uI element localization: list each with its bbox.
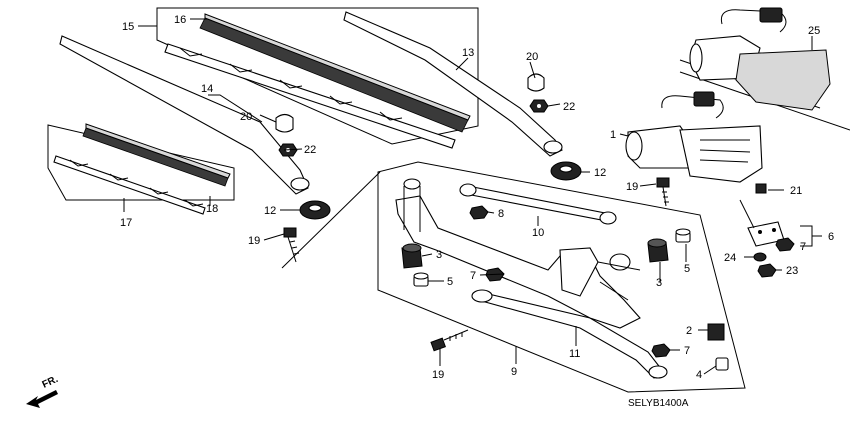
nut-22-right: [529, 99, 549, 113]
arm-cap-20-left: [275, 113, 294, 133]
wiper-blade-18: [53, 123, 231, 215]
linkage-group-box-9: [377, 161, 746, 393]
callout-7-bracket: 7: [800, 241, 806, 253]
bolt-19-motor: [656, 177, 670, 207]
motor-screw-21: [755, 183, 767, 194]
collar-4: [715, 357, 729, 371]
nut-23: [757, 263, 777, 278]
callout-14: 14: [201, 83, 213, 95]
callout-19-motor: 19: [626, 181, 638, 193]
washer-24: [753, 252, 767, 262]
callout-16: 16: [174, 14, 186, 26]
collar-5-right: [675, 228, 691, 243]
callout-2: 2: [686, 325, 692, 337]
callout-21: 21: [790, 185, 802, 197]
front-direction-arrow: [26, 390, 58, 408]
callout-9: 9: [511, 366, 517, 378]
callout-23: 23: [786, 265, 798, 277]
callout-15: 15: [122, 21, 134, 33]
clip-2: [707, 323, 725, 341]
arm-cap-20-right: [527, 73, 545, 92]
callout-25: 25: [808, 25, 820, 37]
callout-5-left: 5: [447, 276, 453, 288]
callout-20-left: 20: [240, 111, 252, 123]
callout-1: 1: [610, 129, 616, 141]
callout-13: 13: [462, 47, 474, 59]
callout-6: 6: [828, 231, 834, 243]
linkage-rod-10: [459, 183, 617, 225]
callout-20-right: 20: [526, 51, 538, 63]
callout-12-left: 12: [264, 205, 276, 217]
callout-12-right: 12: [594, 167, 606, 179]
bushing-3-right: [647, 238, 669, 263]
diagram-code: SELYB1400A: [628, 398, 689, 409]
grommet-12-left: [299, 200, 331, 220]
nut-8: [469, 205, 489, 220]
grommet-12-right: [550, 161, 582, 181]
callout-22-left: 22: [304, 144, 316, 156]
blade-group-box-17: [47, 124, 235, 201]
callout-22-right: 22: [563, 101, 575, 113]
callout-19-left: 19: [248, 235, 260, 247]
front-direction-label: FR.: [41, 374, 60, 391]
callout-3-left: 3: [436, 249, 442, 261]
callout-8: 8: [498, 208, 504, 220]
wiper-arm-14: [59, 35, 310, 195]
callout-5-right: 5: [684, 263, 690, 275]
motor-assembly-25: [689, 7, 831, 111]
callout-7-lower: 7: [684, 345, 690, 357]
nut-7-bracket: [775, 237, 795, 252]
callout-3-right: 3: [656, 277, 662, 289]
callout-4: 4: [696, 369, 702, 381]
wiper-blade-16: [164, 13, 471, 149]
callout-19-bottom: 19: [432, 369, 444, 381]
callout-24: 24: [724, 252, 736, 264]
bolt-19-bottom: [430, 329, 469, 352]
bolt-19-left: [283, 227, 300, 263]
collar-5-left: [413, 272, 429, 287]
bushing-3-left: [401, 243, 423, 269]
callout-11: 11: [569, 348, 580, 360]
callout-18: 18: [206, 203, 218, 215]
leader-lines: [123, 18, 822, 375]
link-frame-9: [395, 178, 641, 329]
callout-17: 17: [120, 217, 132, 229]
callout-7-mid: 7: [470, 270, 476, 282]
wiper-arm-13: [343, 11, 563, 157]
linkage-box-lead: [281, 171, 381, 269]
motor-bracket-6: [739, 199, 785, 247]
nut-7-lower: [651, 343, 671, 358]
callout-10: 10: [532, 227, 544, 239]
wiper-motor-1: [625, 91, 763, 183]
linkage-rod-11: [471, 289, 668, 379]
callout-labels: 15 16 14 20 22 12 19 17 18 13 20 22 12 1…: [120, 14, 834, 381]
